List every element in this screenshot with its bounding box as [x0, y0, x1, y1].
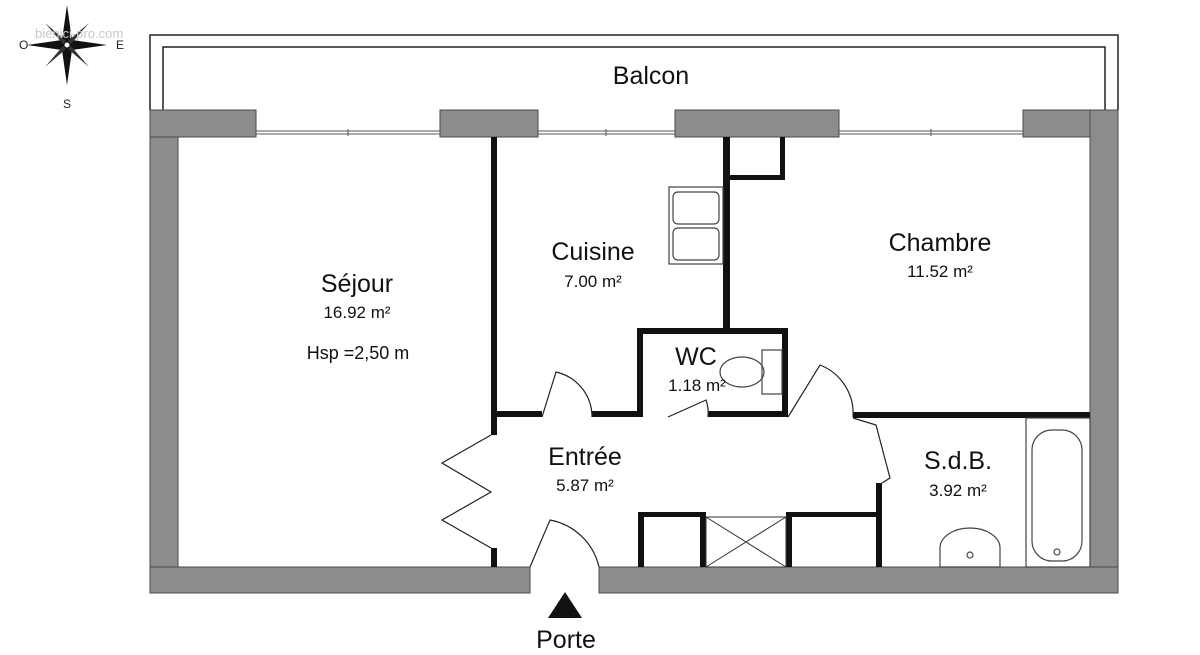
bathtub-icon [1025, 417, 1091, 568]
sejour-area: 16.92 m² [323, 303, 391, 322]
windows [256, 129, 1023, 136]
compass-rose-icon [27, 5, 107, 85]
compass-south: S [63, 97, 72, 111]
exterior-walls [149, 109, 1119, 594]
chambre-area: 11.52 m² [907, 262, 973, 281]
entree-name: Entrée [548, 443, 622, 471]
entrance-arrow-icon [548, 592, 582, 618]
balcony-outline [149, 34, 1119, 110]
watermark: bienici-pro.com [35, 26, 124, 41]
washbasin-icon [939, 527, 1001, 568]
cuisine-area: 7.00 m² [564, 272, 622, 291]
chambre-name: Chambre [888, 229, 992, 257]
closet [705, 516, 787, 568]
toilet-icon [719, 349, 783, 395]
balcony-label: Balcon [612, 62, 690, 90]
interior-walls [491, 137, 1090, 567]
compass-west: O [19, 38, 29, 52]
compass-east: E [116, 38, 125, 52]
sejour-ceiling-height: Hsp =2,50 m [306, 343, 410, 363]
entrance-label: Porte [536, 626, 596, 654]
sdb-name: S.d.B. [923, 447, 993, 475]
cuisine-name: Cuisine [551, 238, 635, 266]
floor-plan [27, 5, 1119, 618]
wc-area: 1.18 m² [668, 376, 726, 395]
doors [440, 364, 891, 568]
wc-name: WC [675, 343, 717, 371]
sejour-name: Séjour [320, 270, 394, 298]
sdb-area: 3.92 m² [929, 481, 987, 500]
entree-area: 5.87 m² [556, 476, 614, 495]
kitchen-sink-icon [668, 186, 724, 265]
